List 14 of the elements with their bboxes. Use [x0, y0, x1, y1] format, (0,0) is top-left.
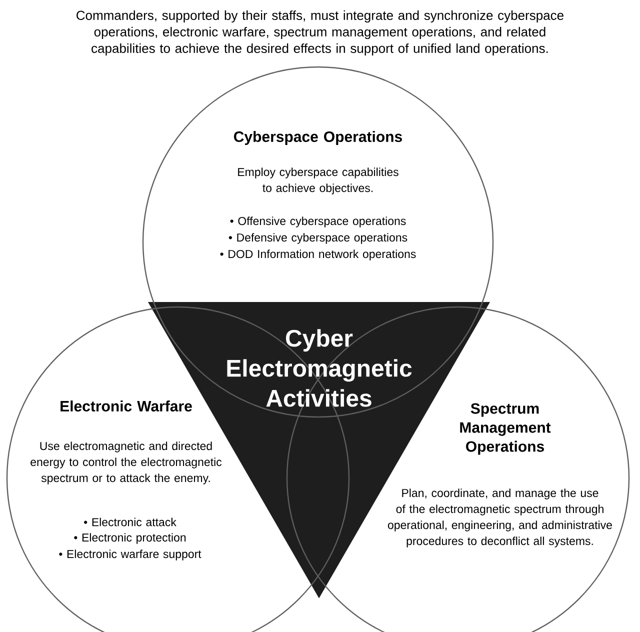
bullet-item: • DOD Information network operations — [220, 250, 416, 260]
bullet-item: • Offensive cyberspace operations — [230, 216, 406, 228]
description: Employ cyberspace capabilities to achieve objectives. — [238, 168, 398, 194]
bullet-item: • Defensive cyberspace operations — [228, 233, 408, 244]
description: Use electromagnetic and directed energy to control the electromagnetic spectrum or to attack the enemy. — [30, 442, 222, 484]
bullet-item: • Electronic protection — [74, 533, 186, 544]
bullet-item: • Electronic attack — [84, 518, 176, 526]
heading: Electronic Warfare — [60, 400, 192, 412]
triangle-label: Cyber Electromagnetic Activities — [227, 329, 412, 407]
intro-text: Commanders, supported by their staffs, must integrate and synchronize cyberspace operations, electronic warfare, spectrum management operations, and related capabilities to achieve the desired effects in support of unified land operations. — [76, 10, 564, 56]
bullet-item: • Electronic warfare support — [59, 550, 202, 560]
heading: Spectrum Management Operations — [460, 403, 551, 455]
heading: Cyberspace Operations — [234, 131, 402, 145]
description: Plan, coordinate, and manage the use of the electromagnetic spectrum through operational, engineering, and administrative procedures to deconflict all systems. — [388, 488, 612, 548]
